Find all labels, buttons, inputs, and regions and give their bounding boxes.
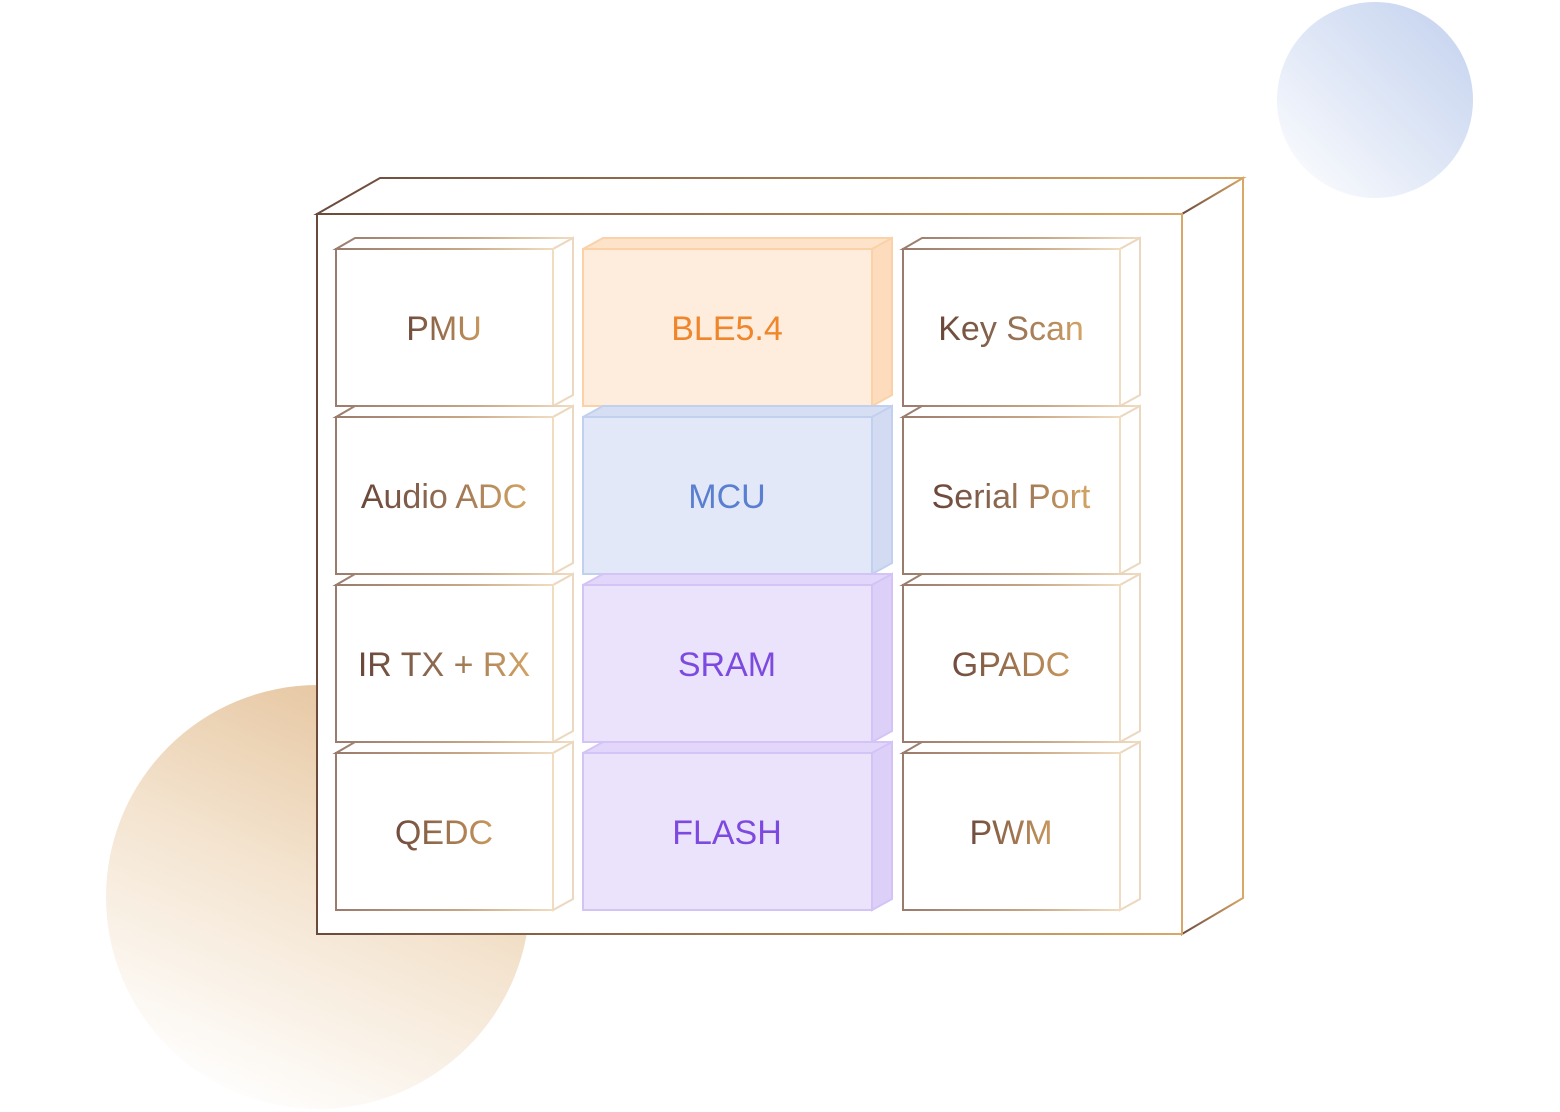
block-audio-adc: Audio ADC — [332, 404, 574, 576]
block-serial-port: Serial Port — [899, 404, 1141, 576]
block-gpadc-label: GPADC — [952, 646, 1070, 684]
block-flash: FLASH — [582, 740, 893, 912]
block-ir-tx-rx-label: IR TX + RX — [358, 646, 530, 684]
block-key-scan-label: Key Scan — [938, 310, 1084, 348]
block-mcu: MCU — [582, 404, 893, 576]
block-pwm-label: PWM — [969, 814, 1052, 852]
block-sram: SRAM — [582, 572, 893, 744]
block-audio-adc-label: Audio ADC — [361, 478, 527, 516]
block-pmu: PMU — [332, 236, 574, 408]
decorative-circle-blue — [1277, 2, 1473, 198]
block-gpadc: GPADC — [899, 572, 1141, 744]
block-mcu-label: MCU — [688, 478, 765, 516]
block-qedc: QEDC — [332, 740, 574, 912]
block-qedc-label: QEDC — [395, 814, 493, 852]
block-sram-label: SRAM — [678, 646, 776, 684]
block-pwm: PWM — [899, 740, 1141, 912]
block-ble: BLE5.4 — [582, 236, 893, 408]
block-flash-label: FLASH — [672, 814, 782, 852]
block-pmu-label: PMU — [406, 310, 482, 348]
block-ir-tx-rx: IR TX + RX — [332, 572, 574, 744]
block-ble-label: BLE5.4 — [671, 310, 783, 348]
block-key-scan: Key Scan — [899, 236, 1141, 408]
block-serial-port-label: Serial Port — [932, 478, 1091, 516]
